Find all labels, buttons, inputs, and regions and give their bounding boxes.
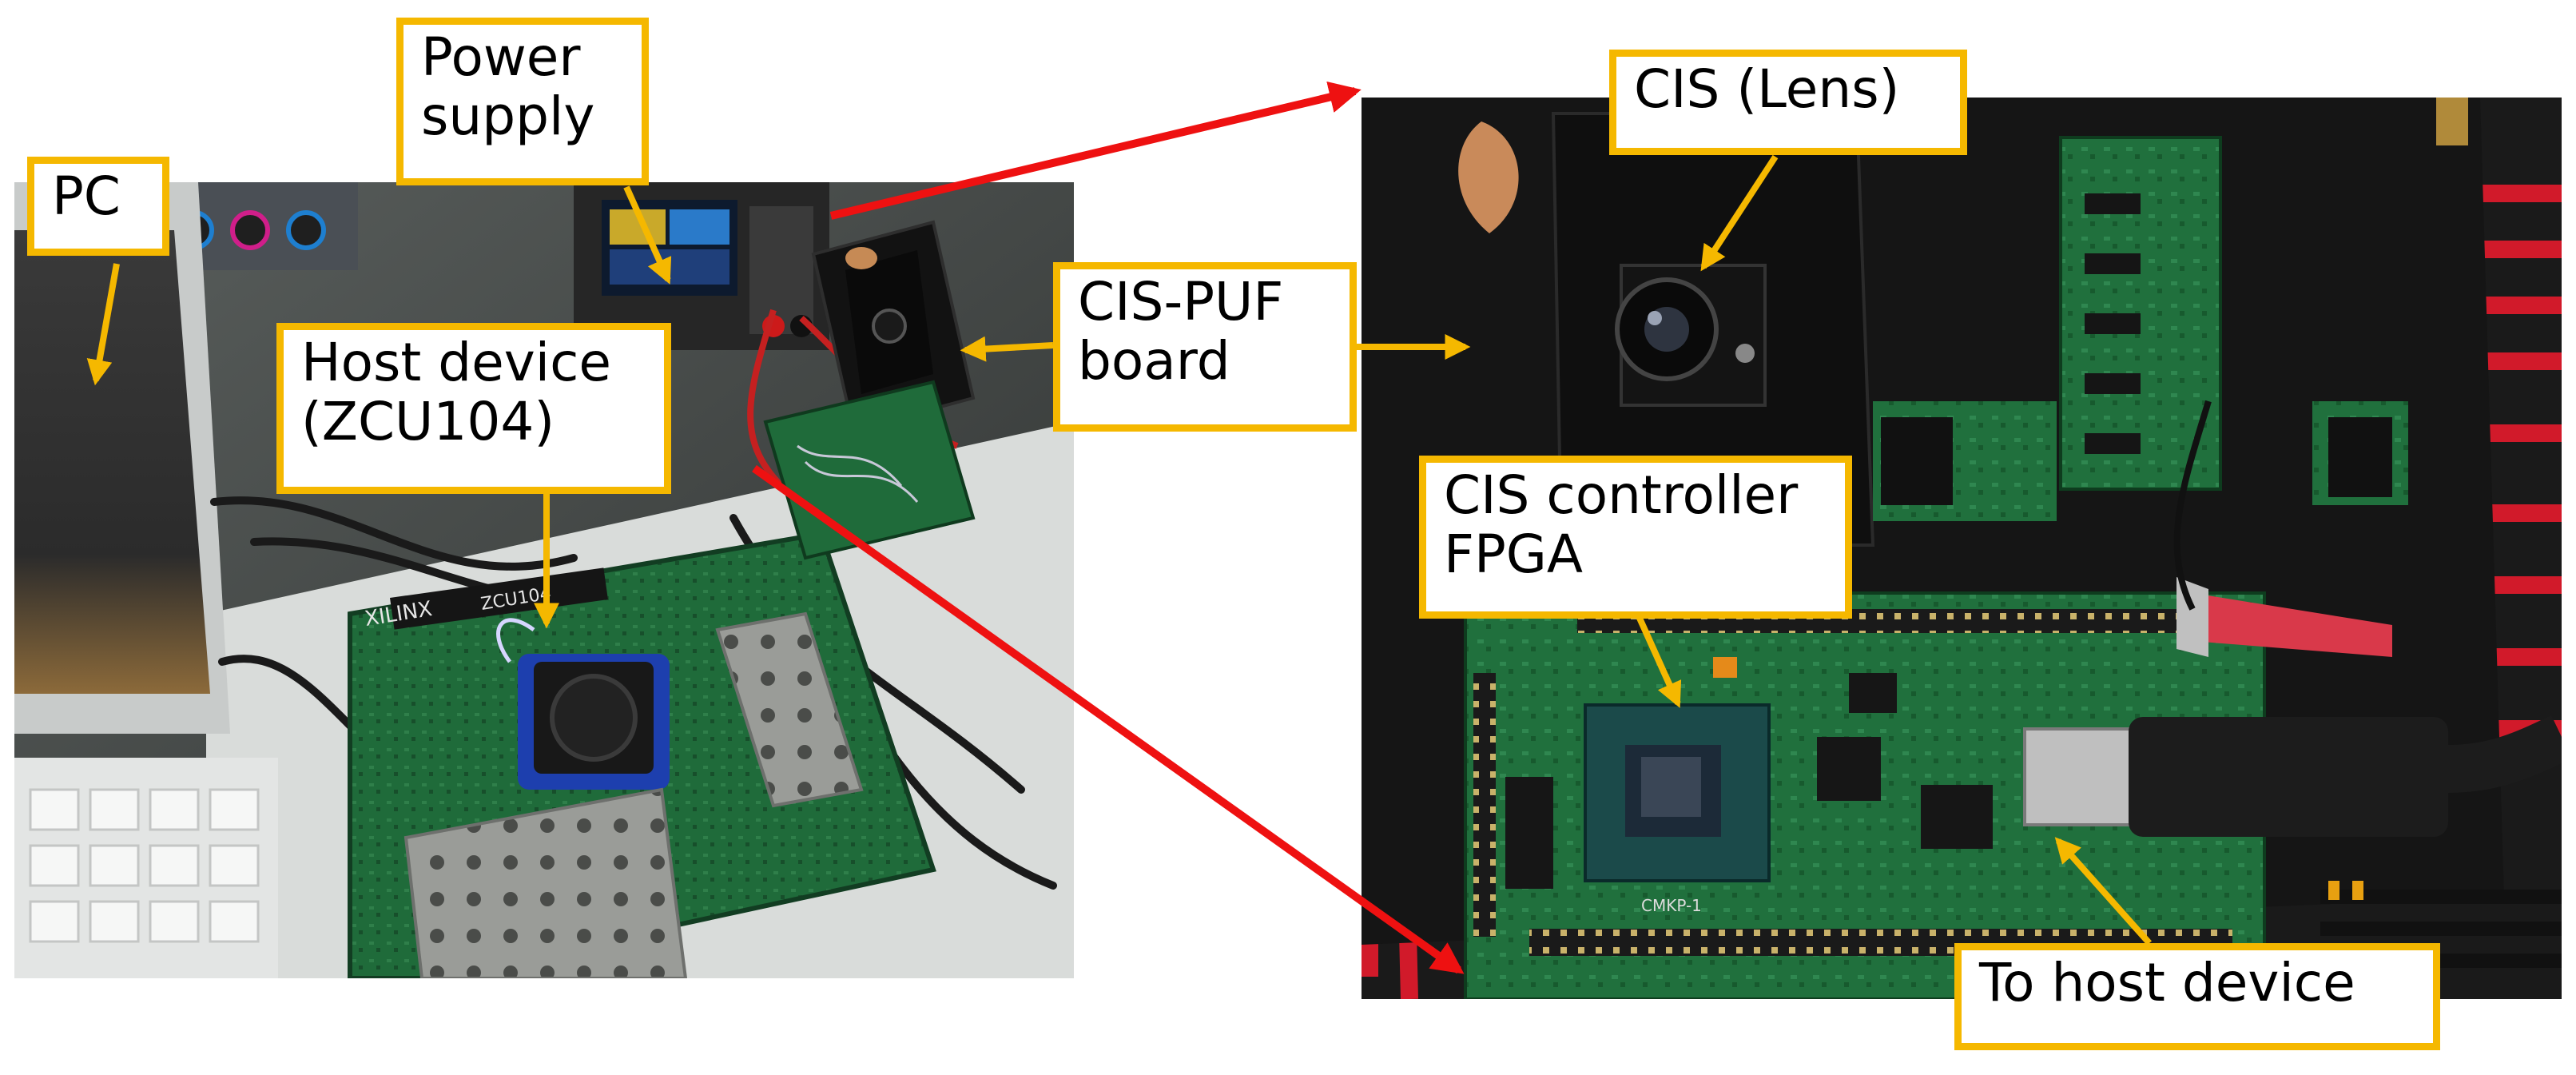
board-silk-text: CMKP-1 xyxy=(1641,896,1702,915)
lab-setup-illustration: XILINX ZCU104 xyxy=(14,182,1074,978)
label-pc: PC xyxy=(27,157,169,256)
label-cis-puf-board: CIS-PUF board xyxy=(1053,262,1357,432)
lab-setup-photo: XILINX ZCU104 xyxy=(14,182,1074,978)
cis-puf-board-closeup-photo: CMKP-1 xyxy=(1362,98,2562,999)
label-to-host-device: To host device xyxy=(1954,943,2440,1050)
label-cis-controller-fpga: CIS controller FPGA xyxy=(1419,456,1852,619)
label-cis-lens: CIS (Lens) xyxy=(1609,50,1967,155)
label-power-supply: Power supply xyxy=(396,18,649,185)
label-host-device: Host device (ZCU104) xyxy=(276,323,671,494)
